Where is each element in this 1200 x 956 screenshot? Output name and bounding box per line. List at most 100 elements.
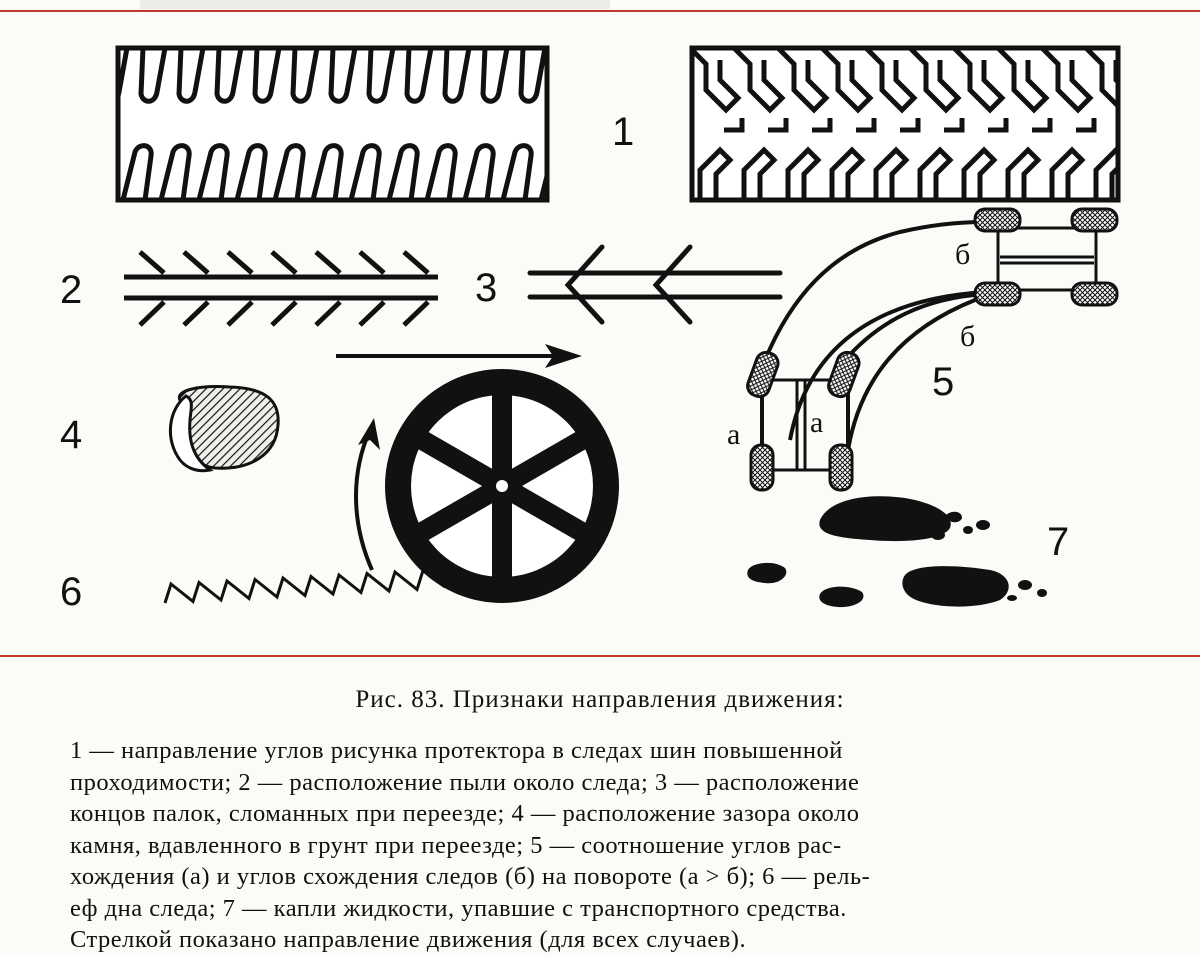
tread-lug: [176, 48, 206, 104]
rotation-arrow: [354, 418, 380, 571]
dust-mark: [358, 250, 386, 275]
tread-block: [829, 146, 866, 200]
dust-mark: [402, 300, 430, 327]
label-fig-4: 4: [60, 413, 83, 457]
liquid-drops-figure: [747, 496, 1047, 608]
tread-block: [732, 48, 786, 114]
tread-block: [1049, 146, 1086, 200]
dust-mark: [182, 300, 210, 327]
tread-lug: [158, 143, 192, 200]
tread-lug: [424, 143, 458, 200]
caption-line: проходимости; 2 — расположение пыли окол…: [70, 768, 860, 796]
dust-mark: [358, 300, 386, 327]
tread-lug: [328, 48, 358, 104]
label-fig-1: 1: [612, 110, 635, 154]
tread-block: [768, 118, 789, 133]
broken-sticks-figure: [527, 244, 783, 325]
turning-tracks-figure: [760, 220, 1098, 480]
dust-mark: [314, 250, 342, 275]
wheels-rear: [746, 350, 861, 492]
caption-title: Рис. 83. Признаки направления движения:: [355, 686, 845, 713]
tread-lug: [348, 143, 382, 200]
dust-mark: [138, 300, 166, 327]
dust-mark: [270, 250, 298, 275]
tread-block: [724, 118, 745, 133]
tread-block: [944, 118, 965, 133]
direction-arrow: [336, 344, 582, 368]
dust-mark: [226, 300, 254, 327]
tread-block: [812, 118, 833, 133]
tread-block: [988, 118, 1009, 133]
tread-lug: [386, 143, 420, 200]
tread-lug: [120, 143, 154, 200]
label-fig-3: 3: [475, 266, 498, 310]
caption-line: 1 — направление углов рисунка протектора…: [70, 737, 843, 764]
tread-block: [952, 48, 1006, 114]
tread-block: [856, 118, 877, 133]
tread-lug: [500, 143, 534, 200]
tread-lug: [252, 48, 282, 104]
bottom-red-rule: [0, 655, 1200, 657]
tread-lug: [138, 48, 168, 104]
dust-mark: [226, 250, 254, 275]
wheels-front: [973, 207, 1119, 307]
label-b-bottom: б: [960, 320, 976, 353]
label-fig-7: 7: [1047, 520, 1070, 564]
tread-block: [785, 146, 822, 200]
wheel-figure: [385, 369, 619, 603]
caption-line: Стрелкой показано направление движения (…: [70, 926, 747, 953]
label-a-outer: а: [727, 418, 741, 451]
tread-block-right: [689, 45, 1138, 203]
tread-block: [900, 118, 921, 133]
caption-line: хождения (а) и углов схождения следов (б…: [70, 863, 871, 890]
tread-chevron-left: [115, 45, 550, 203]
track-relief-zigzag: [163, 568, 446, 605]
label-fig-2: 2: [60, 268, 83, 312]
tread-block: [1120, 118, 1138, 130]
tread-lug: [214, 48, 244, 104]
dust-mark: [402, 250, 430, 275]
tread-block: [697, 146, 734, 200]
tread-lug: [366, 48, 396, 104]
tread-lug: [310, 143, 344, 200]
tread-block: [1040, 48, 1094, 114]
tread-block: [1005, 146, 1042, 200]
tread-lug: [272, 143, 306, 200]
pressed-stone-figure: [168, 385, 280, 473]
dust-mark: [270, 300, 298, 327]
tread-block: [692, 48, 742, 114]
tread-block: [864, 48, 918, 114]
wheel-spoke: [414, 477, 508, 543]
tread-block: [917, 146, 954, 200]
label-fig-6: 6: [60, 570, 83, 614]
tread-lug: [234, 143, 268, 200]
tread-block: [1093, 146, 1118, 200]
wheel-spoke: [496, 429, 590, 495]
caption-line: камня, вдавленного в грунт при переезде;…: [70, 831, 842, 859]
label-b-top: б: [955, 238, 971, 271]
tread-block: [1076, 118, 1097, 133]
tread-block: [961, 146, 998, 200]
tread-lug: [518, 48, 547, 104]
caption-body: 1 — направление углов рисунка протектора…: [70, 735, 1130, 956]
tread-lug: [480, 48, 510, 104]
caption-line: концов палок, сломанных при переезде; 4 …: [70, 800, 860, 827]
dust-track-figure: [124, 250, 438, 327]
caption-line: еф дна следа; 7 — капли жидкости, упавши…: [70, 894, 847, 922]
tread-lug: [290, 48, 320, 104]
label-fig-5: 5: [932, 360, 955, 404]
tread-lug: [462, 143, 496, 200]
wheel-hub: [496, 480, 508, 492]
wheel-spoke: [414, 429, 508, 495]
tread-block: [996, 48, 1050, 114]
top-paper-strip: [140, 0, 610, 9]
dust-mark: [182, 250, 210, 275]
tread-lug: [442, 48, 472, 104]
tread-block: [741, 146, 778, 200]
tread-lug: [404, 48, 434, 104]
tread-block: [820, 48, 874, 114]
tread-block: [1032, 118, 1053, 133]
tread-block: [908, 48, 962, 114]
dust-mark: [138, 250, 166, 275]
wheel-spoke: [496, 477, 590, 543]
